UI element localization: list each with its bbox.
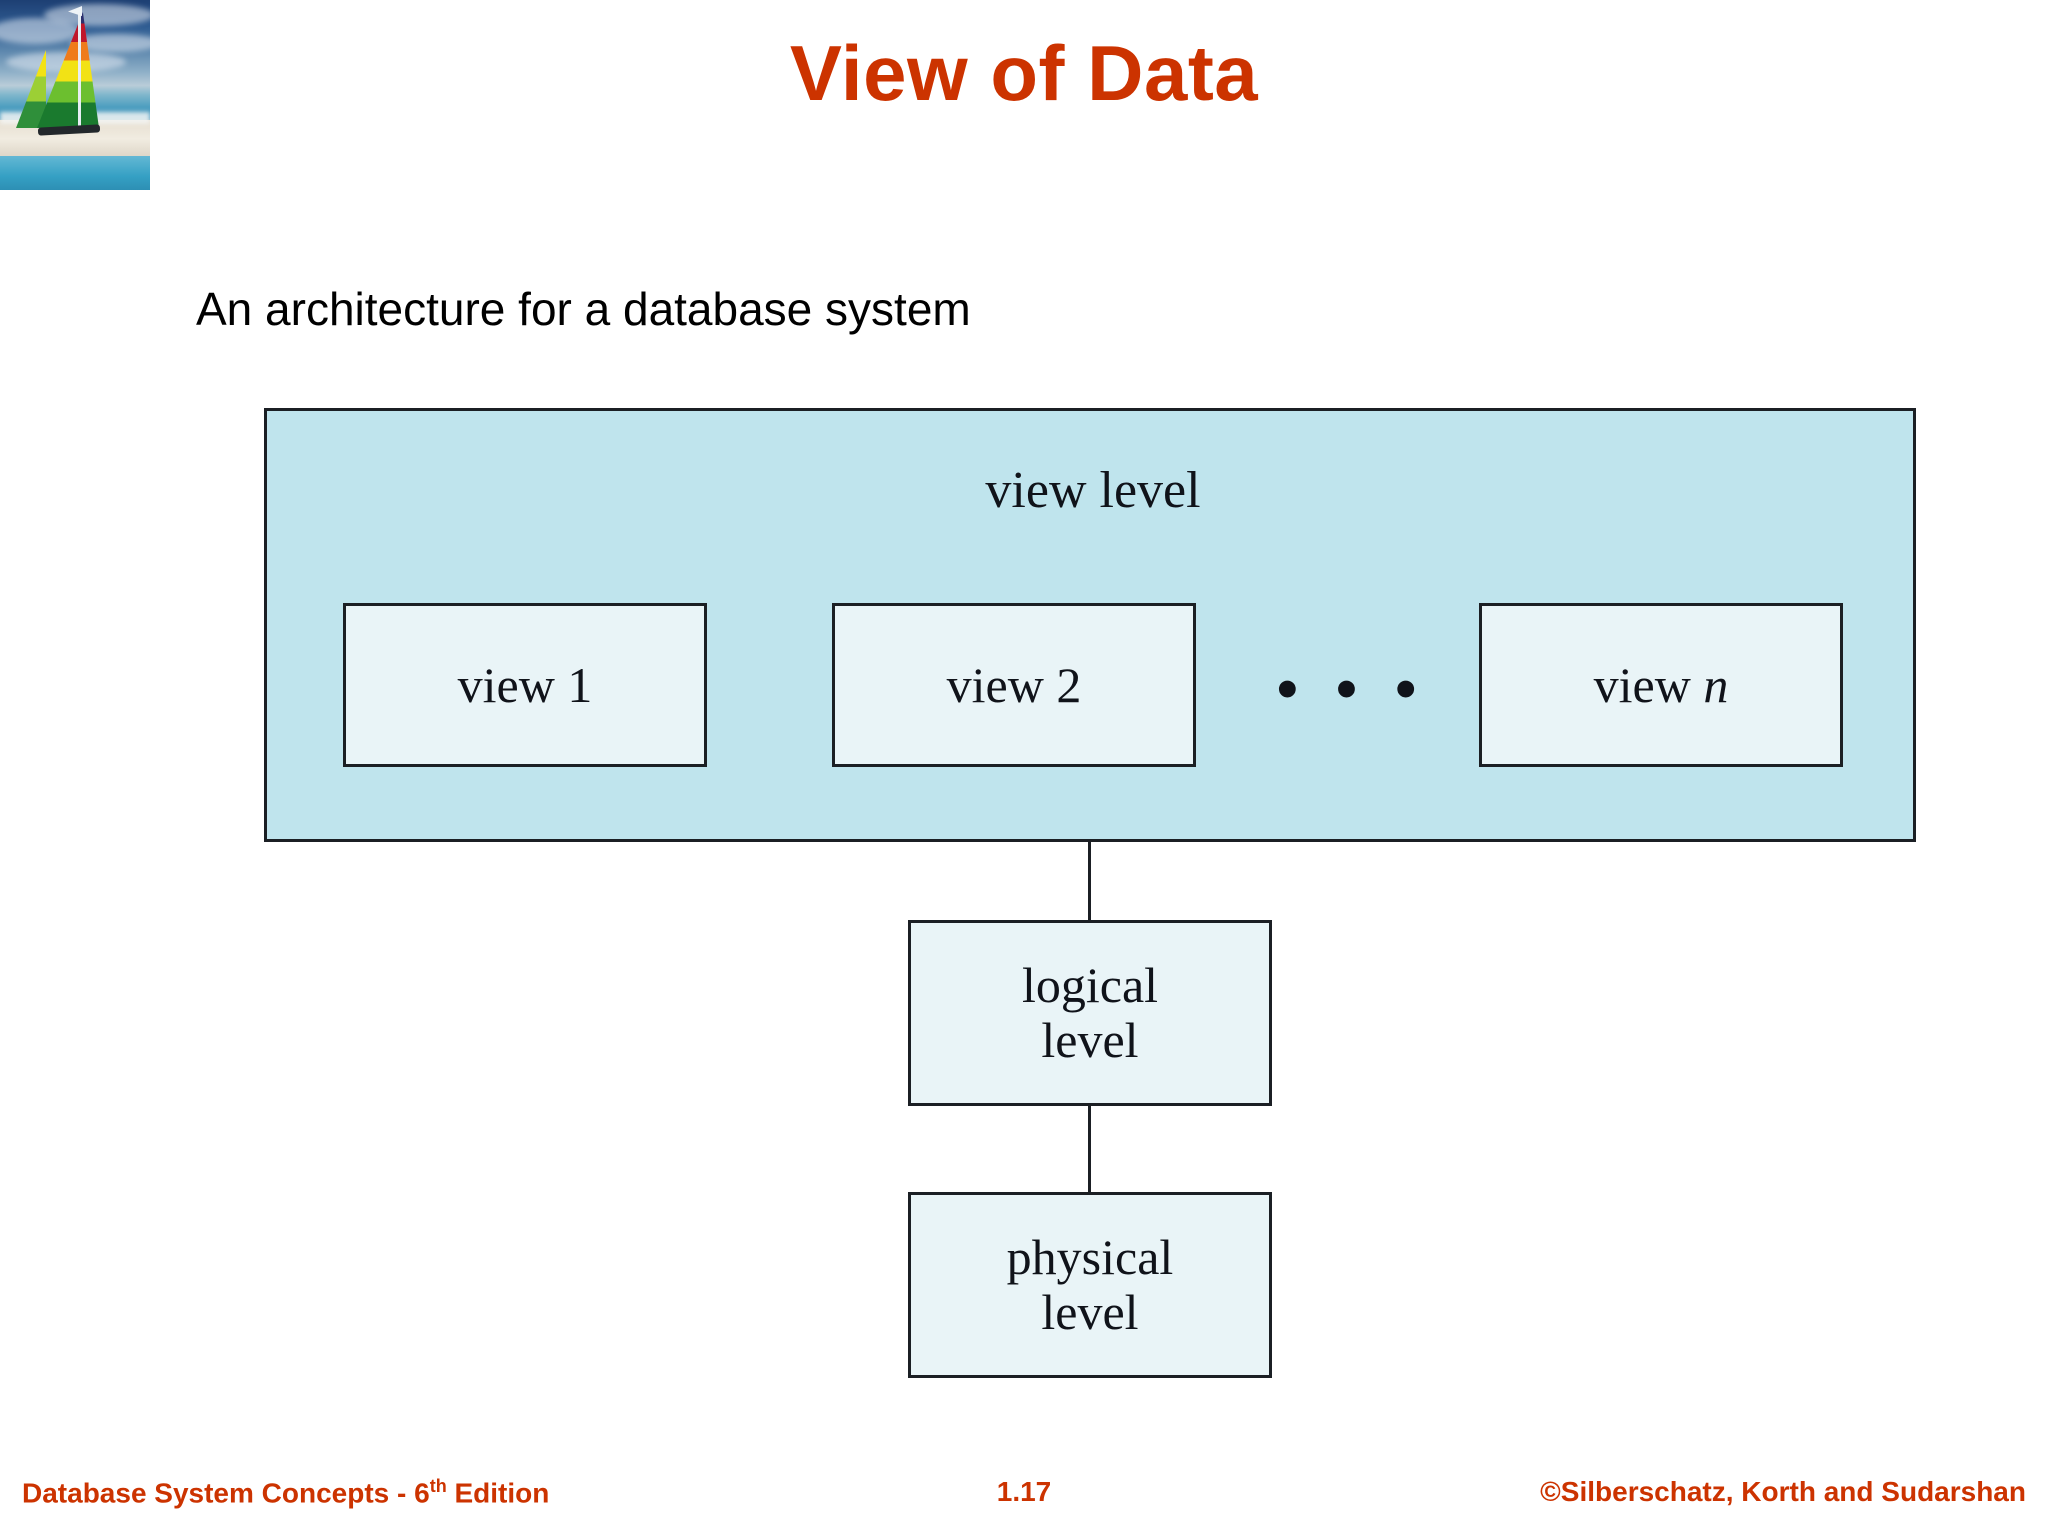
logical-level-box: logical level xyxy=(908,920,1272,1106)
course-logo-sailboat-image xyxy=(0,0,150,190)
footer-copyright: ©Silberschatz, Korth and Sudarshan xyxy=(1540,1476,2026,1507)
physical-level-line1: physical xyxy=(1006,1229,1174,1285)
mast-flag xyxy=(68,6,82,16)
subtitle-text: An architecture for a database system xyxy=(196,283,971,335)
view-level-label: view level xyxy=(985,462,1201,519)
logical-level-line1: logical xyxy=(1021,957,1159,1013)
logical-level-line2: level xyxy=(1041,1012,1139,1068)
view-level-panel: view level view 1 view 2 • • • view n xyxy=(264,408,1916,842)
footer-edition-ordinal: th xyxy=(429,1476,447,1496)
view-box-1: view 1 xyxy=(343,603,707,767)
view-box-n: view n xyxy=(1479,603,1843,767)
view-box-2: view 2 xyxy=(832,603,1196,767)
footer-book-title: Database System Concepts - 6th Edition xyxy=(22,1476,549,1509)
view-box-n-label: view xyxy=(1593,657,1691,713)
footer-edition-word: Edition xyxy=(446,1477,550,1509)
mast xyxy=(78,8,81,132)
physical-level-box: physical level xyxy=(908,1192,1272,1378)
view-box-1-label: view xyxy=(457,657,555,713)
slide-number: 1.17 xyxy=(996,1476,1052,1507)
view-box-2-label: view xyxy=(946,657,1044,713)
physical-level-line2: level xyxy=(1041,1284,1139,1340)
page-title: View of Data xyxy=(789,29,1259,117)
sea-water xyxy=(0,156,150,190)
connector-view-to-logical xyxy=(1088,842,1091,920)
footer-book-title-main: Database System Concepts - 6 xyxy=(22,1477,430,1509)
view-box-2-index: 2 xyxy=(1056,657,1082,713)
cloud-decoration xyxy=(70,34,150,52)
cloud-decoration xyxy=(44,4,150,26)
connector-logical-to-physical xyxy=(1088,1106,1091,1192)
ellipsis-indicator: • • • xyxy=(1276,656,1428,724)
view-box-n-index: n xyxy=(1703,657,1729,713)
slide-footer: Database System Concepts - 6th Edition 1… xyxy=(0,1476,2048,1526)
view-box-1-index: 1 xyxy=(567,657,593,713)
